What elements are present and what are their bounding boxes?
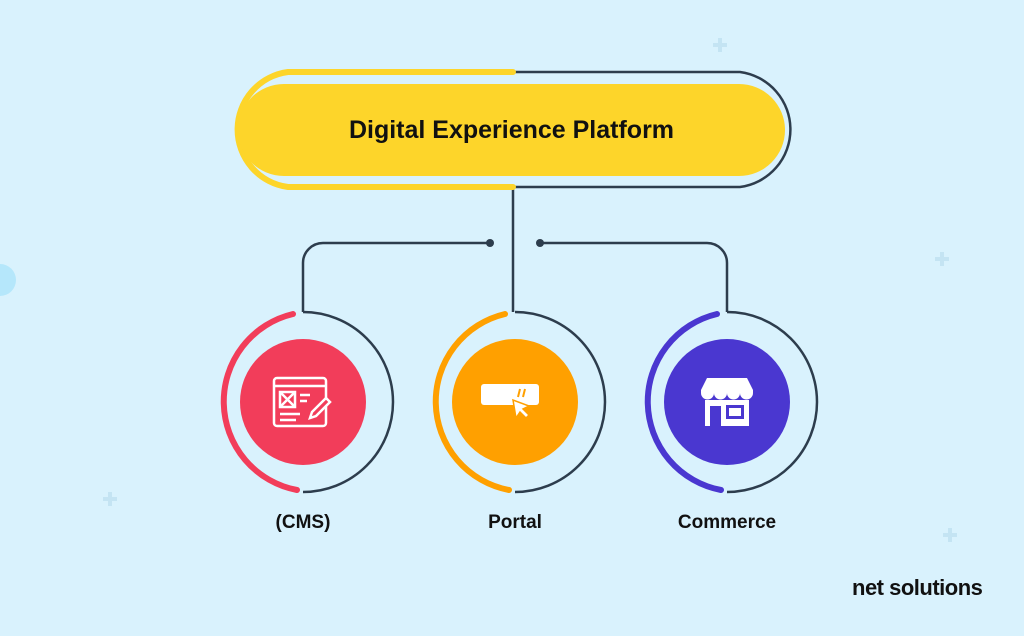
node-label-portal: Portal xyxy=(488,512,542,533)
cms-arc xyxy=(220,311,300,493)
connector-dot xyxy=(536,239,544,247)
connector-dot xyxy=(486,239,494,247)
node-label-cms: (CMS) xyxy=(275,512,331,533)
storefront-icon xyxy=(701,378,753,426)
node-label-commerce: Commerce xyxy=(677,512,777,533)
portal-arc xyxy=(432,311,512,493)
decor-plus-icons xyxy=(103,38,957,542)
cms-editor-icon xyxy=(272,376,332,428)
title-text: Digital Experience Platform xyxy=(348,115,675,144)
title-pill xyxy=(238,84,785,176)
commerce-arc xyxy=(644,311,724,493)
brand-logo: net solutions xyxy=(852,575,983,600)
title-outer-arc xyxy=(234,69,516,190)
connector-lines xyxy=(301,70,819,494)
decor-circle xyxy=(0,264,16,296)
portal-click-icon xyxy=(481,384,539,420)
